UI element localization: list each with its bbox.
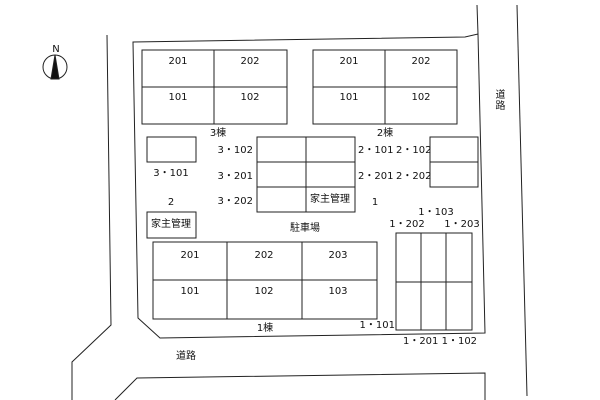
building-top-right	[312, 49, 458, 125]
unit-label: 3・202	[217, 196, 253, 207]
unit-label: 1・101	[359, 320, 395, 331]
unit-label: 102	[254, 286, 274, 297]
unit-label: 3・101	[153, 168, 189, 179]
building-top-left	[141, 49, 288, 125]
unit-label: 3・102	[217, 145, 253, 156]
parking-label: 駐車場	[290, 223, 320, 234]
unit-label: 2・201	[358, 171, 394, 182]
unit-label: 102	[240, 92, 260, 103]
north-arrow-icon	[42, 54, 68, 80]
unit-label: 201	[180, 250, 200, 261]
road-right-edge	[516, 4, 528, 397]
unit-label: 2・101	[358, 145, 394, 156]
unit-label: 2・102	[396, 145, 432, 156]
unit-label: 101	[180, 286, 200, 297]
compass-label: N	[52, 44, 60, 55]
road-bottom-edge	[114, 372, 486, 400]
unit-label: 101	[339, 92, 359, 103]
road-left-edge	[71, 34, 112, 400]
building-1-label: 1棟	[256, 323, 274, 334]
owner-box-left	[146, 211, 197, 239]
owner-managed-label: 家主管理	[151, 219, 191, 230]
parking-number: 2	[167, 197, 175, 208]
unit-label: 202	[254, 250, 274, 261]
unit-label: 201	[168, 56, 188, 67]
road-label-bottom: 道路	[176, 351, 196, 362]
unit-label: 202	[411, 56, 431, 67]
unit-label: 3・201	[217, 171, 253, 182]
unit-label: 1・202	[389, 219, 425, 230]
unit-label: 102	[411, 92, 431, 103]
unit-label: 1・203	[444, 219, 480, 230]
unit-label: 1・103	[418, 207, 454, 218]
building-3-label: 3棟	[209, 128, 227, 139]
parking-number: 1	[371, 197, 379, 208]
building-1	[152, 241, 378, 320]
road-right-inner	[476, 4, 479, 35]
owner-managed-label: 家主管理	[310, 194, 350, 205]
unit-label: 203	[328, 250, 348, 261]
unit-label: 202	[240, 56, 260, 67]
unit-label: 1・201 1・102	[402, 336, 478, 347]
unit-label: 201	[339, 56, 359, 67]
site-boundary	[132, 33, 486, 339]
building-2-right	[429, 136, 479, 188]
building-2-label: 2棟	[376, 128, 394, 139]
unit-label: 101	[168, 92, 188, 103]
road-label-right: 道路	[493, 89, 504, 111]
unit-label: 103	[328, 286, 348, 297]
building-3	[256, 136, 356, 213]
unit-label: 2・202	[396, 171, 432, 182]
building-1-right	[395, 232, 473, 331]
unit-3-101-box	[146, 136, 197, 163]
